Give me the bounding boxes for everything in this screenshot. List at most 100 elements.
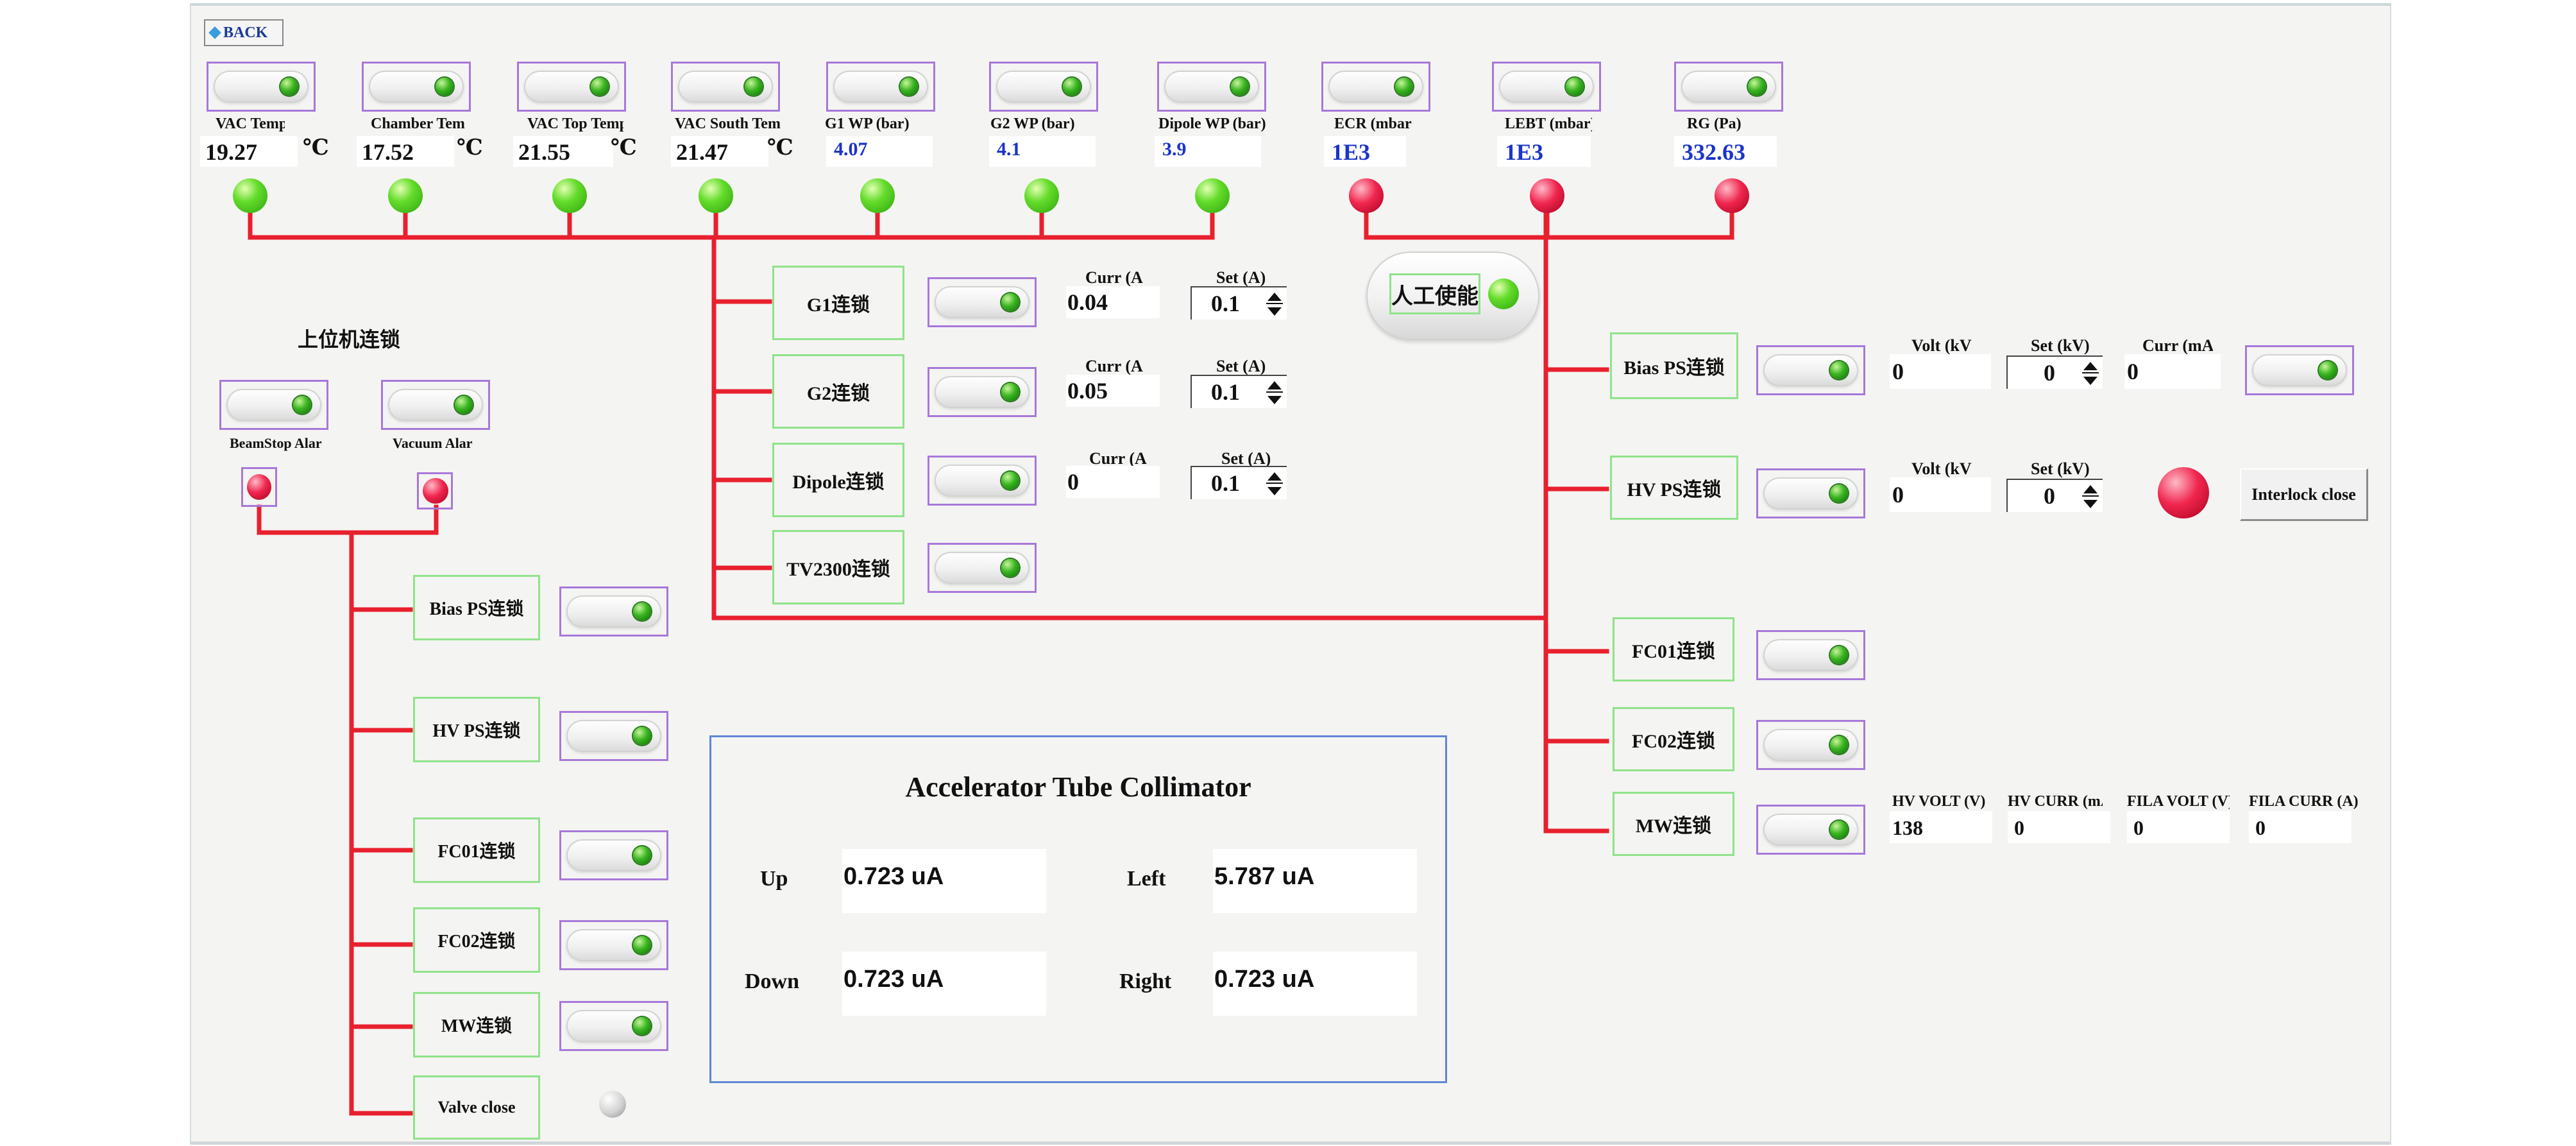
spin-down-icon[interactable] (1267, 307, 1282, 316)
back-button[interactable]: BACK (204, 19, 284, 46)
status-indicator-icon (1001, 559, 1019, 577)
bias-ps-lock-button[interactable]: Bias PS连锁 (1610, 332, 1738, 399)
accelerator-tube-collimator-panel: Accelerator Tube Collimator Up 0.723 uA … (709, 735, 1447, 1083)
sensor-toggle[interactable] (362, 62, 471, 112)
sensor-value-field: 332.63 (1674, 136, 1777, 167)
spin-up-icon[interactable] (2083, 485, 2097, 493)
status-indicator-icon (591, 78, 609, 96)
hv-ps-toggle[interactable] (1756, 468, 1865, 518)
vacuum-alarm-toggle[interactable] (381, 380, 490, 430)
bias-ps-toggle[interactable] (1756, 345, 1865, 395)
sensor-value: 1E3 (1332, 139, 1371, 165)
sensor-label: ECR (mbar (1334, 115, 1412, 132)
fc02-toggle[interactable] (1756, 720, 1865, 770)
valve-close-button[interactable]: Valve close (413, 1075, 540, 1140)
dipole-curr-label: Curr (A (1089, 449, 1147, 468)
collimator-right-label: Right (1119, 970, 1172, 993)
bias-set-spinner[interactable]: 0 (2006, 355, 2103, 389)
bias-output-toggle[interactable] (2245, 345, 2354, 395)
vacuum-alarm-frame (417, 472, 453, 509)
host-fc01-lock-button[interactable]: FC01连锁 (413, 817, 540, 883)
collimator-up-label: Up (760, 867, 788, 891)
spin-up-icon[interactable] (1267, 293, 1282, 301)
back-arrow-icon (208, 26, 221, 39)
collimator-down-value: 0.723 uA (842, 952, 1046, 1016)
status-indicator-icon (633, 727, 651, 745)
status-indicator-icon (1830, 484, 1848, 502)
status-indicator-icon (1566, 78, 1584, 96)
dipole-set-spinner[interactable]: 0.1 (1191, 466, 1287, 499)
sensor-toggle[interactable] (1674, 62, 1783, 112)
spin-down-icon[interactable] (1267, 396, 1282, 404)
status-indicator-icon (455, 396, 473, 414)
sensor-toggle[interactable] (207, 62, 316, 112)
host-fc02-toggle[interactable] (559, 920, 668, 970)
hv-ps-lock-button[interactable]: HV PS连锁 (1610, 456, 1738, 520)
sensor-toggle[interactable] (1321, 62, 1430, 112)
g1-lock-button[interactable]: G1连锁 (772, 266, 904, 340)
g1-set-spinner[interactable]: 0.1 (1191, 286, 1287, 320)
spin-up-icon[interactable] (1267, 381, 1282, 389)
fc02-lock-button[interactable]: FC02连锁 (1613, 707, 1734, 771)
sensor-value-field: 3.9 (1155, 136, 1261, 167)
sensor-toggle[interactable] (517, 62, 626, 112)
host-fc02-lock-button[interactable]: FC02连锁 (413, 907, 540, 973)
status-indicator-icon (633, 936, 651, 954)
g2-lock-button[interactable]: G2连锁 (772, 354, 904, 429)
g1-lock-toggle[interactable] (928, 277, 1037, 327)
sensor-status-led (1195, 178, 1230, 213)
host-fc01-toggle[interactable] (559, 830, 668, 880)
sensor-status-led (1349, 178, 1384, 213)
mw-lock-button[interactable]: MW连锁 (1613, 792, 1734, 856)
sensor-value-field: 21.47 (671, 136, 768, 167)
fc01-lock-button[interactable]: FC01连锁 (1613, 617, 1734, 681)
host-bias-ps-lock-button[interactable]: Bias PS连锁 (413, 575, 540, 640)
host-mw-lock-button[interactable]: MW连锁 (413, 992, 540, 1057)
sensor-status-led (1715, 178, 1749, 213)
spin-down-icon[interactable] (2083, 377, 2097, 385)
g2-curr-label: Curr (A (1085, 357, 1143, 375)
sensor-value-field: 4.1 (989, 136, 1096, 167)
interlock-close-button[interactable]: Interlock close (2240, 468, 2368, 521)
sensor-value: 17.52 (362, 139, 414, 165)
mw-hv-volt-label: HV VOLT (V) (1892, 793, 1986, 810)
dipole-lock-button[interactable]: Dipole连锁 (772, 443, 904, 517)
spin-down-icon[interactable] (1267, 487, 1282, 495)
tv2300-lock-toggle[interactable] (928, 543, 1037, 593)
beamstop-alarm-toggle[interactable] (219, 380, 328, 430)
host-mw-toggle[interactable] (559, 1001, 668, 1051)
sensor-unit: ℃ (303, 136, 329, 160)
spin-up-icon[interactable] (1267, 472, 1282, 481)
host-hv-ps-lock-button[interactable]: HV PS连锁 (413, 697, 540, 762)
sensor-toggle[interactable] (1492, 62, 1601, 112)
dipole-lock-toggle[interactable] (928, 456, 1037, 506)
tv2300-lock-button[interactable]: TV2300连锁 (772, 530, 904, 604)
status-indicator-icon (633, 1017, 651, 1035)
host-bias-ps-toggle[interactable] (559, 586, 668, 637)
sensor-toggle[interactable] (671, 62, 780, 112)
hv-set-spinner[interactable]: 0 (2006, 479, 2103, 512)
hv-set-label: Set (kV) (2031, 459, 2090, 478)
status-indicator-icon (1395, 78, 1413, 96)
bias-curr-field: 0 (2124, 354, 2221, 389)
spin-up-icon[interactable] (2083, 362, 2097, 370)
g2-set-spinner[interactable]: 0.1 (1191, 375, 1287, 408)
spin-down-icon[interactable] (2083, 500, 2097, 508)
sensor-value-field: 21.55 (513, 136, 613, 167)
g2-lock-toggle[interactable] (928, 367, 1037, 417)
mw-fila-volt-field: 0 (2127, 811, 2230, 843)
manual-enable-button[interactable]: 人工使能 (1366, 252, 1539, 340)
host-hv-ps-toggle[interactable] (559, 711, 668, 761)
status-indicator-icon (280, 78, 298, 96)
mw-fila-volt-label: FILA VOLT (V) (2127, 793, 2230, 810)
sensor-status-led (388, 178, 423, 213)
mw-toggle[interactable] (1756, 805, 1865, 855)
vacuum-alarm-label: Vacuum Alar (393, 435, 473, 451)
fc01-toggle[interactable] (1756, 630, 1865, 680)
sensor-toggle[interactable] (1157, 62, 1266, 112)
sensor-toggle[interactable] (826, 62, 935, 112)
sensor-value: 19.27 (205, 139, 257, 165)
sensor-label: VAC South Tem (675, 115, 781, 132)
sensor-status-led (860, 178, 895, 213)
sensor-toggle[interactable] (989, 62, 1098, 112)
